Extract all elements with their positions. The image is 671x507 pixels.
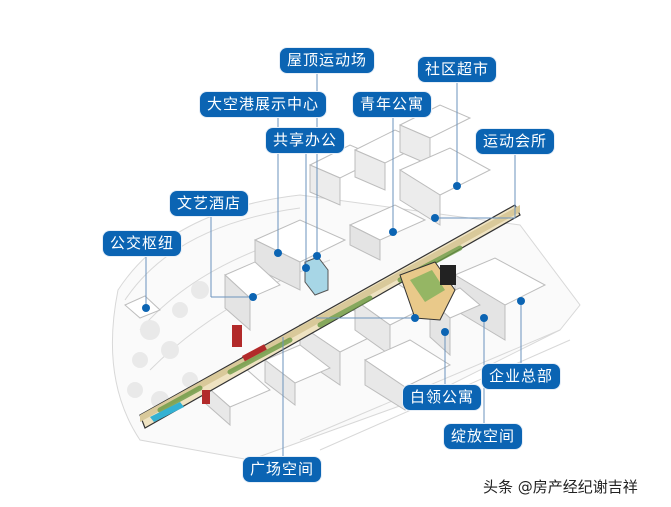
label-rooftop-sports: 屋顶运动场 xyxy=(280,48,375,73)
label-airport-exhibition: 大空港展示中心 xyxy=(200,92,327,117)
label-shared-office: 共享办公 xyxy=(266,128,345,153)
label-art-hotel: 文艺酒店 xyxy=(170,191,249,216)
linear-park xyxy=(139,204,521,429)
watermark: 头条 @房产经纪谢吉祥 xyxy=(483,478,638,496)
label-enterprise-hq: 企业总部 xyxy=(482,364,561,389)
label-bloom-space: 绽放空间 xyxy=(444,424,523,449)
label-bus-hub: 公交枢纽 xyxy=(103,231,182,256)
label-youth-apartment: 青年公寓 xyxy=(353,92,432,117)
label-plaza-space: 广场空间 xyxy=(243,457,322,482)
label-community-supermarket: 社区超市 xyxy=(418,57,497,82)
label-sports-club: 运动会所 xyxy=(476,129,555,154)
location-dots xyxy=(142,182,525,336)
trees xyxy=(127,281,209,409)
buildings xyxy=(124,104,547,427)
label-white-collar-apartment: 白领公寓 xyxy=(403,385,482,410)
